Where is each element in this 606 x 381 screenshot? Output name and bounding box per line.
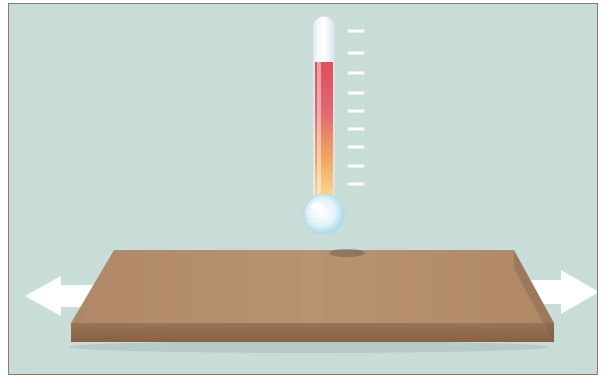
scene-frame	[8, 3, 598, 375]
board-top	[71, 250, 554, 323]
board-shadow	[69, 341, 549, 353]
thermometer-highlight	[317, 24, 321, 204]
board-front	[71, 323, 554, 342]
board-side	[514, 250, 554, 342]
scene-canvas	[25, 15, 597, 353]
thermometer	[303, 15, 365, 235]
wooden-board	[69, 249, 554, 353]
thermometer-bulb-shine	[311, 202, 323, 210]
thermometer-scale	[347, 29, 365, 186]
thermometer-fill	[315, 62, 333, 212]
thermometer-bulb	[303, 193, 345, 235]
contact-spot	[329, 249, 365, 257]
